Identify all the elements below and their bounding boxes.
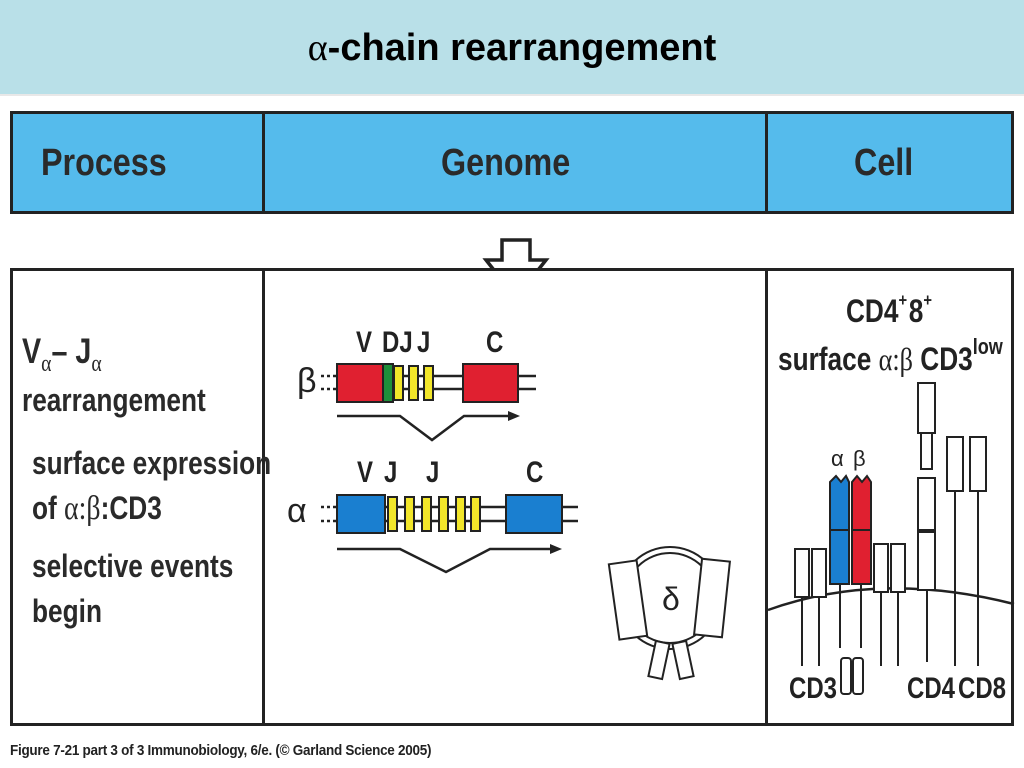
beta-splice-arrowhead — [508, 411, 520, 421]
header-divider — [765, 114, 768, 211]
header-cell: Cell — [768, 114, 1011, 211]
cd3-complex-left — [794, 548, 827, 666]
header-divider — [262, 114, 265, 211]
cd4-label: CD4 — [907, 670, 955, 704]
cd3-complex-right — [873, 543, 906, 666]
beta-segment-labels: V DJ J C — [356, 324, 503, 358]
tcr-alpha-chain — [829, 474, 850, 648]
tcr-beta-chain — [851, 474, 872, 648]
beta-label-dj: DJ — [382, 324, 413, 358]
alpha-j-segment — [438, 496, 449, 532]
alpha-splice-arrowhead — [550, 544, 562, 554]
cd8-label: CD8 — [958, 670, 1006, 704]
alpha-j-segment — [470, 496, 481, 532]
title-text: -chain rearrangement — [327, 27, 717, 69]
beta-j-segment — [408, 365, 419, 401]
alpha-j-segment — [404, 496, 415, 532]
beta-j-segment — [393, 365, 404, 401]
header-process-label: Process — [41, 142, 167, 184]
beta-chain-label: β — [853, 446, 866, 471]
process-line-begin: begin — [32, 593, 102, 629]
alpha-label-j2: J — [426, 454, 439, 488]
title-divider — [0, 94, 1024, 96]
header-process: Process — [13, 114, 262, 211]
cell-surface-label: surface α:β CD3low — [778, 335, 1003, 377]
alpha-v-segment — [336, 494, 386, 534]
title-alpha-symbol: α — [307, 27, 328, 69]
process-heading-line2: rearrangement — [22, 382, 206, 418]
alpha-c-segment — [505, 494, 563, 534]
process-heading: Vα– Jα — [22, 332, 102, 377]
beta-c-segment — [462, 363, 519, 403]
beta-locus-label: β — [297, 362, 317, 400]
process-line-surface: surface expression — [32, 445, 272, 481]
slide-title: α-chain rearrangement — [0, 26, 1024, 70]
process-line-selective: selective events — [32, 548, 234, 584]
cd8-coreceptor — [946, 436, 987, 666]
header-genome: Genome — [265, 114, 765, 211]
genome-diagram: β V DJ J C α V J J C — [287, 324, 731, 681]
alpha-splice-line — [337, 547, 556, 574]
header-genome-label: Genome — [441, 142, 571, 184]
cd3-cytoplasmic-tails — [840, 657, 864, 695]
column-divider — [765, 271, 768, 723]
beta-label-c: C — [486, 324, 503, 358]
alpha-segment-labels: V J J C — [357, 454, 543, 488]
delta-label: δ — [662, 581, 680, 617]
svg-text:CD4+8+: CD4+8+ — [846, 291, 932, 330]
alpha-j-segment — [421, 496, 432, 532]
header-table: Process Genome Cell — [10, 111, 1014, 214]
beta-label-v: V — [356, 324, 372, 358]
alpha-chain-label: α — [831, 446, 844, 471]
alpha-label-j1: J — [384, 454, 397, 488]
alpha-j-segment — [455, 496, 466, 532]
header-cell-label: Cell — [854, 142, 914, 184]
beta-v-segment — [336, 363, 384, 403]
excised-delta-circle: δ — [607, 546, 731, 681]
beta-splice-line — [337, 414, 514, 442]
title-bar — [0, 0, 1024, 94]
alpha-label-c: C — [526, 454, 543, 488]
process-line-of: of α:β:CD3 — [32, 490, 162, 527]
beta-d-segment — [382, 363, 394, 403]
beta-j-segment — [423, 365, 434, 401]
cd4-coreceptor — [917, 382, 936, 662]
beta-label-j: J — [417, 324, 430, 358]
cell-state-label: CD4+8+ — [846, 291, 932, 330]
cell-diagram: CD4+8+ surface α:β CD3low α β — [767, 291, 1015, 705]
alpha-label-v: V — [357, 454, 373, 488]
alpha-j-segment — [387, 496, 398, 532]
cd3-label: CD3 — [789, 670, 837, 704]
column-divider — [262, 271, 265, 723]
svg-text:surface α:β CD3low: surface α:β CD3low — [778, 335, 1003, 377]
figure-caption: Figure 7-21 part 3 of 3 Immunobiology, 6… — [10, 742, 432, 759]
alpha-locus-label: α — [287, 492, 307, 530]
